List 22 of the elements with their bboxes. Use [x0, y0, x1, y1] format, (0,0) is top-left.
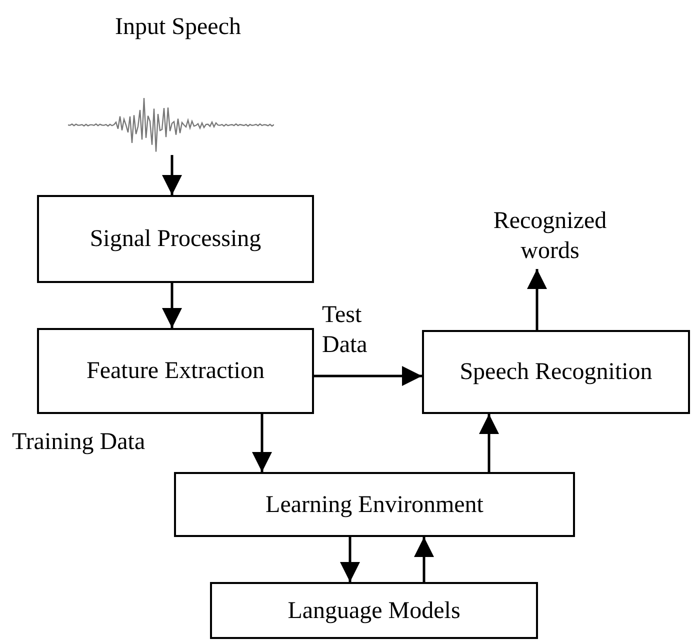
arrow: [527, 269, 547, 330]
box-label: Speech Recognition: [460, 358, 652, 387]
box-label: Learning Environment: [266, 490, 484, 520]
edge-label: Test Data: [322, 301, 368, 360]
arrow: [414, 537, 434, 582]
edge-label: Training Data: [12, 428, 146, 457]
process-box: [37, 195, 314, 283]
box-label: Signal Processing: [90, 225, 262, 254]
box-label: Feature Extraction: [86, 357, 264, 386]
arrow: [252, 414, 272, 472]
arrow: [162, 283, 182, 328]
input-label: Input Speech: [114, 13, 242, 42]
process-box: [174, 472, 575, 537]
output-text: Recognized words: [462, 203, 638, 269]
arrow: [340, 537, 360, 582]
box-label: Language Models: [288, 596, 460, 626]
process-box: [210, 582, 538, 639]
arrow: [479, 414, 499, 472]
process-box: [37, 328, 314, 414]
arrow: [162, 155, 182, 195]
process-box: [422, 330, 690, 414]
arrow: [314, 366, 422, 386]
